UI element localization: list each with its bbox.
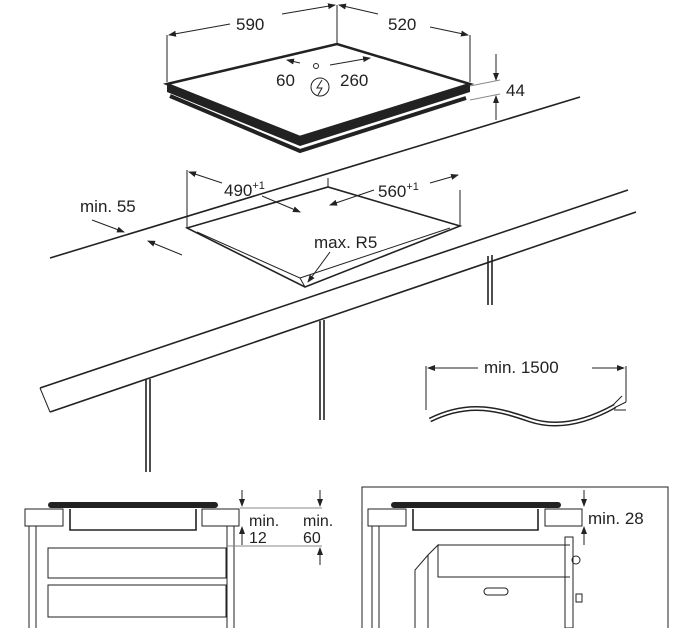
- gap-label-min-60: min.: [303, 513, 333, 530]
- hob-width-label: 590: [236, 15, 264, 34]
- hob-height-label: 44: [506, 81, 525, 100]
- cable-drawing: min. 1500: [425, 358, 627, 427]
- connection-left-label: 60: [276, 71, 295, 90]
- gap-label-min-12: min.: [249, 513, 279, 530]
- section-oven-drawing: min. 28: [361, 486, 669, 628]
- cutout-width-label: 490+1: [224, 180, 265, 200]
- gap-value-12: 12: [249, 530, 267, 547]
- section-drawer-drawing: min. 12 min. 60: [24, 490, 333, 628]
- corner-radius-label: max. R5: [314, 233, 377, 252]
- countertop-drawing: 490+1 560+1 max. R5 min. 55: [39, 96, 637, 472]
- hob-depth-label: 520: [388, 15, 416, 34]
- hob-drawing: 590 520 60 260 44: [162, 3, 525, 154]
- gap-value-60: 60: [303, 530, 321, 547]
- connection-right-label: 260: [340, 71, 368, 90]
- oven-gap-label: min. 28: [588, 509, 644, 528]
- cutout-depth-label: 560+1: [378, 181, 419, 201]
- cable-length-label: min. 1500: [484, 358, 559, 377]
- power-connection-icon: [310, 77, 330, 97]
- edge-distance-label: min. 55: [80, 197, 136, 216]
